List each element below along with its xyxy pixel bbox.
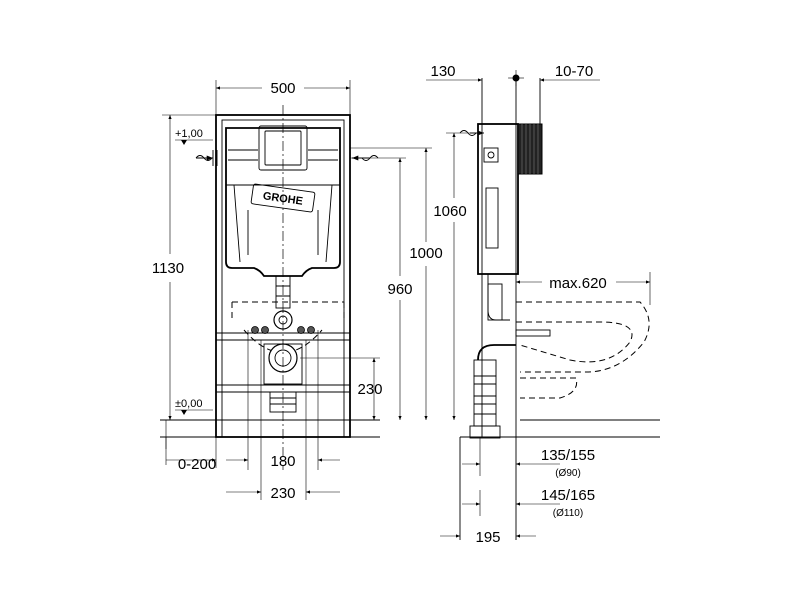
dimension-960: 960 (350, 157, 413, 420)
dimension-195: 195 (440, 529, 536, 546)
dimension-145-165: 145/165 (Ø110) (462, 487, 595, 519)
dimension-500: 500 (215, 80, 351, 115)
dim-230-horizontal-label: 230 (270, 485, 295, 502)
side-water-inlet (459, 130, 484, 136)
level-marks: +1,00 ±0,00 (175, 128, 213, 415)
dim-180-label: 180 (270, 453, 295, 470)
dim-145-165-label: 145/165 (541, 487, 595, 504)
dim-d90-label: (Ø90) (555, 468, 581, 479)
dimension-135-155: 135/155 (Ø90) (462, 437, 595, 479)
dimension-1130: 1130 (152, 114, 216, 420)
mounting-bolts (251, 326, 315, 334)
side-flush-plate (517, 123, 543, 175)
side-drain-pipe (469, 344, 516, 439)
dimension-max-620: max.620 (516, 272, 651, 305)
dim-1000-label: 1000 (409, 245, 442, 262)
axis-symbol (508, 70, 524, 86)
wc-bowl-dashed (516, 301, 650, 399)
dim-230-vertical-label: 230 (357, 381, 382, 398)
dim-d110-label: (Ø110) (553, 508, 583, 519)
level-zero-label: ±0,00 (175, 398, 202, 410)
dim-960-label: 960 (387, 281, 412, 298)
level-top-label: +1,00 (175, 128, 203, 140)
dim-135-155-label: 135/155 (541, 447, 595, 464)
dim-195-label: 195 (475, 529, 500, 546)
dim-10-70-label: 10-70 (555, 63, 593, 80)
dim-0-200-label: 0-200 (178, 456, 216, 473)
dim-max-620-label: max.620 (549, 275, 607, 292)
wc-bolt (515, 329, 551, 337)
dimension-0-200: 0-200 (165, 420, 217, 473)
dimension-180: 180 (226, 453, 340, 470)
dimension-10-70: 10-70 (540, 63, 600, 82)
dim-1130-label: 1130 (152, 260, 184, 277)
side-view: 130 10-70 1060 max.620 (426, 63, 660, 546)
dimension-230-vertical: 230 (300, 357, 383, 420)
dimension-230-horizontal: 230 (226, 485, 340, 502)
dim-500-label: 500 (270, 80, 295, 97)
dim-130-label: 130 (430, 63, 455, 80)
water-inlet-left (195, 150, 218, 166)
dimension-130: 130 (426, 63, 482, 82)
dimension-1060: 1060 (433, 132, 478, 420)
side-cistern (477, 123, 519, 321)
dimension-1000: 1000 (350, 147, 443, 420)
dim-1060-label: 1060 (433, 203, 466, 220)
front-view: GROHE (152, 80, 443, 502)
bowl-outline-dashed (231, 301, 345, 353)
